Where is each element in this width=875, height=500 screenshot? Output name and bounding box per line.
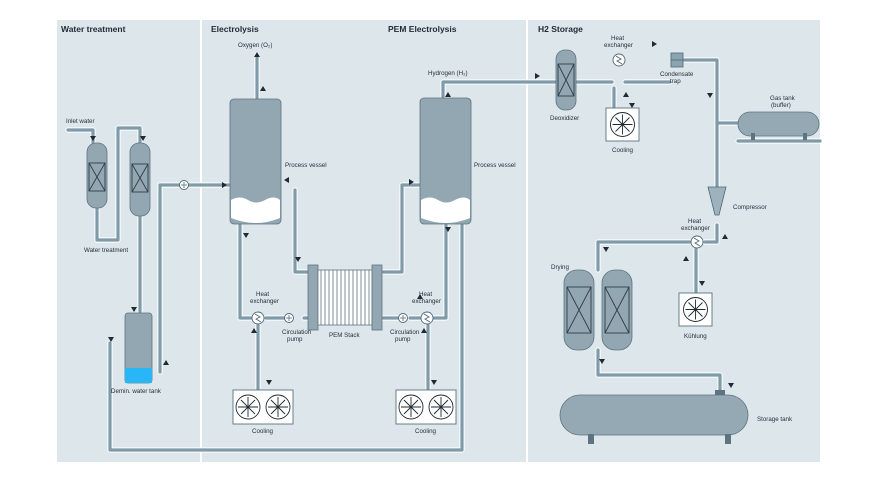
- flow-arrow-icon: [417, 294, 423, 299]
- label-condensate-trap-2: trap: [670, 78, 681, 85]
- label-hx-compressor-1: Heat: [688, 218, 701, 225]
- flow-arrow-icon: [707, 93, 713, 98]
- label-circulation-pump-right-1: Circulation: [390, 329, 420, 336]
- label-oxygen: Oxygen (O₂): [238, 42, 272, 49]
- label-hx-compressor-2: exchanger: [681, 225, 710, 232]
- process-vessel-left: [229, 98, 282, 225]
- cooling-unit-left: [232, 389, 294, 425]
- cooling-unit-h2: [605, 107, 640, 142]
- label-compressor: Compressor: [733, 204, 767, 211]
- heat-exchanger-h2-icon: [612, 53, 626, 67]
- section-title-pem-electrolysis: PEM Electrolysis: [388, 24, 457, 34]
- flow-arrow-icon: [699, 281, 705, 286]
- label-demin-tank: Demin. water tank: [111, 388, 162, 395]
- flow-arrow-icon: [131, 307, 137, 312]
- gas-tank-buffer: [737, 111, 820, 140]
- label-gas-tank-2: (buffer): [771, 102, 791, 109]
- flow-arrow-icon: [683, 256, 689, 261]
- heat-exchanger-right-icon: [420, 311, 434, 325]
- flow-arrows: [90, 41, 734, 388]
- feed-pump-icon: [179, 180, 189, 190]
- label-gas-tank-1: Gas tank: [770, 95, 796, 102]
- label-process-vessel-left: Process vessel: [285, 162, 327, 169]
- process-vessel-right: [419, 97, 472, 225]
- label-circulation-pump-left-1: Circulation: [282, 329, 312, 336]
- label-pem-stack: PEM Stack: [329, 332, 361, 339]
- flow-arrow-icon: [260, 86, 266, 91]
- flow-arrow-icon: [445, 92, 451, 97]
- label-drying: Drying: [551, 264, 569, 271]
- label-inlet-water: Inlet water: [66, 118, 95, 125]
- flow-arrow-icon: [266, 380, 272, 385]
- label-heat-exchanger-left-1: Heat: [256, 291, 269, 298]
- demin-water-tank: [124, 312, 153, 384]
- section-title-h2-storage: H2 Storage: [538, 24, 583, 34]
- flow-arrow-icon: [295, 257, 301, 262]
- pipes: [66, 53, 822, 452]
- label-hx-h2-1: Heat: [611, 35, 624, 42]
- label-hydrogen: Hydrogen (H₂): [428, 70, 468, 77]
- flow-arrow-icon: [284, 177, 289, 183]
- label-process-vessel-right: Process vessel: [474, 162, 516, 169]
- flow-arrow-icon: [108, 337, 114, 342]
- flow-arrow-icon: [603, 247, 609, 252]
- label-water-treatment: Water treatment: [84, 247, 128, 254]
- flow-arrow-icon: [599, 359, 605, 364]
- section-title-water-treatment: Water treatment: [61, 24, 126, 34]
- cooling-unit-right: [395, 389, 457, 425]
- label-circulation-pump-right-2: pump: [395, 336, 411, 343]
- condensate-trap: [670, 52, 684, 68]
- flow-arrow-icon: [652, 41, 657, 47]
- label-condensate-trap-1: Condensate: [660, 71, 694, 78]
- flow-arrow-icon: [251, 328, 257, 333]
- drying-column-1: [563, 269, 595, 351]
- flow-arrow-icon: [728, 383, 734, 388]
- flow-arrow-icon: [243, 233, 249, 238]
- flow-arrow-icon: [623, 92, 629, 97]
- kuhlung-unit: [678, 292, 713, 327]
- drying-column-2: [601, 269, 633, 351]
- label-cooling-h2: Cooling: [612, 147, 634, 154]
- flow-arrow-icon: [90, 136, 96, 141]
- flow-arrow-icon: [445, 227, 451, 232]
- heat-exchanger-compressor-icon: [690, 235, 704, 249]
- label-storage-tank: Storage tank: [757, 416, 793, 423]
- flow-arrow-icon: [431, 380, 437, 385]
- water-treatment-column-2: [129, 142, 151, 217]
- label-hx-h2-2: exchanger: [604, 42, 633, 49]
- flow-arrow-icon: [629, 103, 635, 108]
- label-heat-exchanger-left-2: exchanger: [250, 298, 279, 305]
- flow-arrow-icon: [722, 234, 728, 239]
- flow-arrow-icon: [421, 328, 427, 333]
- compressor: [707, 186, 727, 216]
- water-treatment-column-1: [86, 142, 108, 209]
- pem-stack: [307, 264, 383, 331]
- flow-arrow-icon: [409, 179, 414, 185]
- flow-arrow-icon: [254, 52, 260, 57]
- circulation-pump-right-icon: [398, 313, 408, 323]
- label-heat-exchanger-right-1: Heat: [419, 291, 432, 298]
- label-deoxidizer: Deoxidizer: [550, 115, 579, 122]
- section-title-electrolysis: Electrolysis: [211, 24, 259, 34]
- deoxidizer: [555, 49, 577, 111]
- label-cooling-right: Cooling: [415, 428, 437, 435]
- circulation-pump-left-icon: [284, 313, 294, 323]
- flow-arrow-icon: [222, 182, 227, 188]
- label-cooling-left: Cooling: [252, 428, 274, 435]
- heat-exchanger-left-icon: [251, 311, 265, 325]
- flow-arrow-icon: [140, 136, 146, 141]
- flow-arrow-icon: [163, 360, 169, 365]
- flow-arrow-icon: [535, 73, 540, 79]
- label-kuhlung: Kühlung: [684, 333, 707, 340]
- storage-tank: [559, 390, 749, 444]
- label-circulation-pump-left-2: pump: [287, 336, 303, 343]
- label-heat-exchanger-right-2: exchanger: [412, 298, 441, 305]
